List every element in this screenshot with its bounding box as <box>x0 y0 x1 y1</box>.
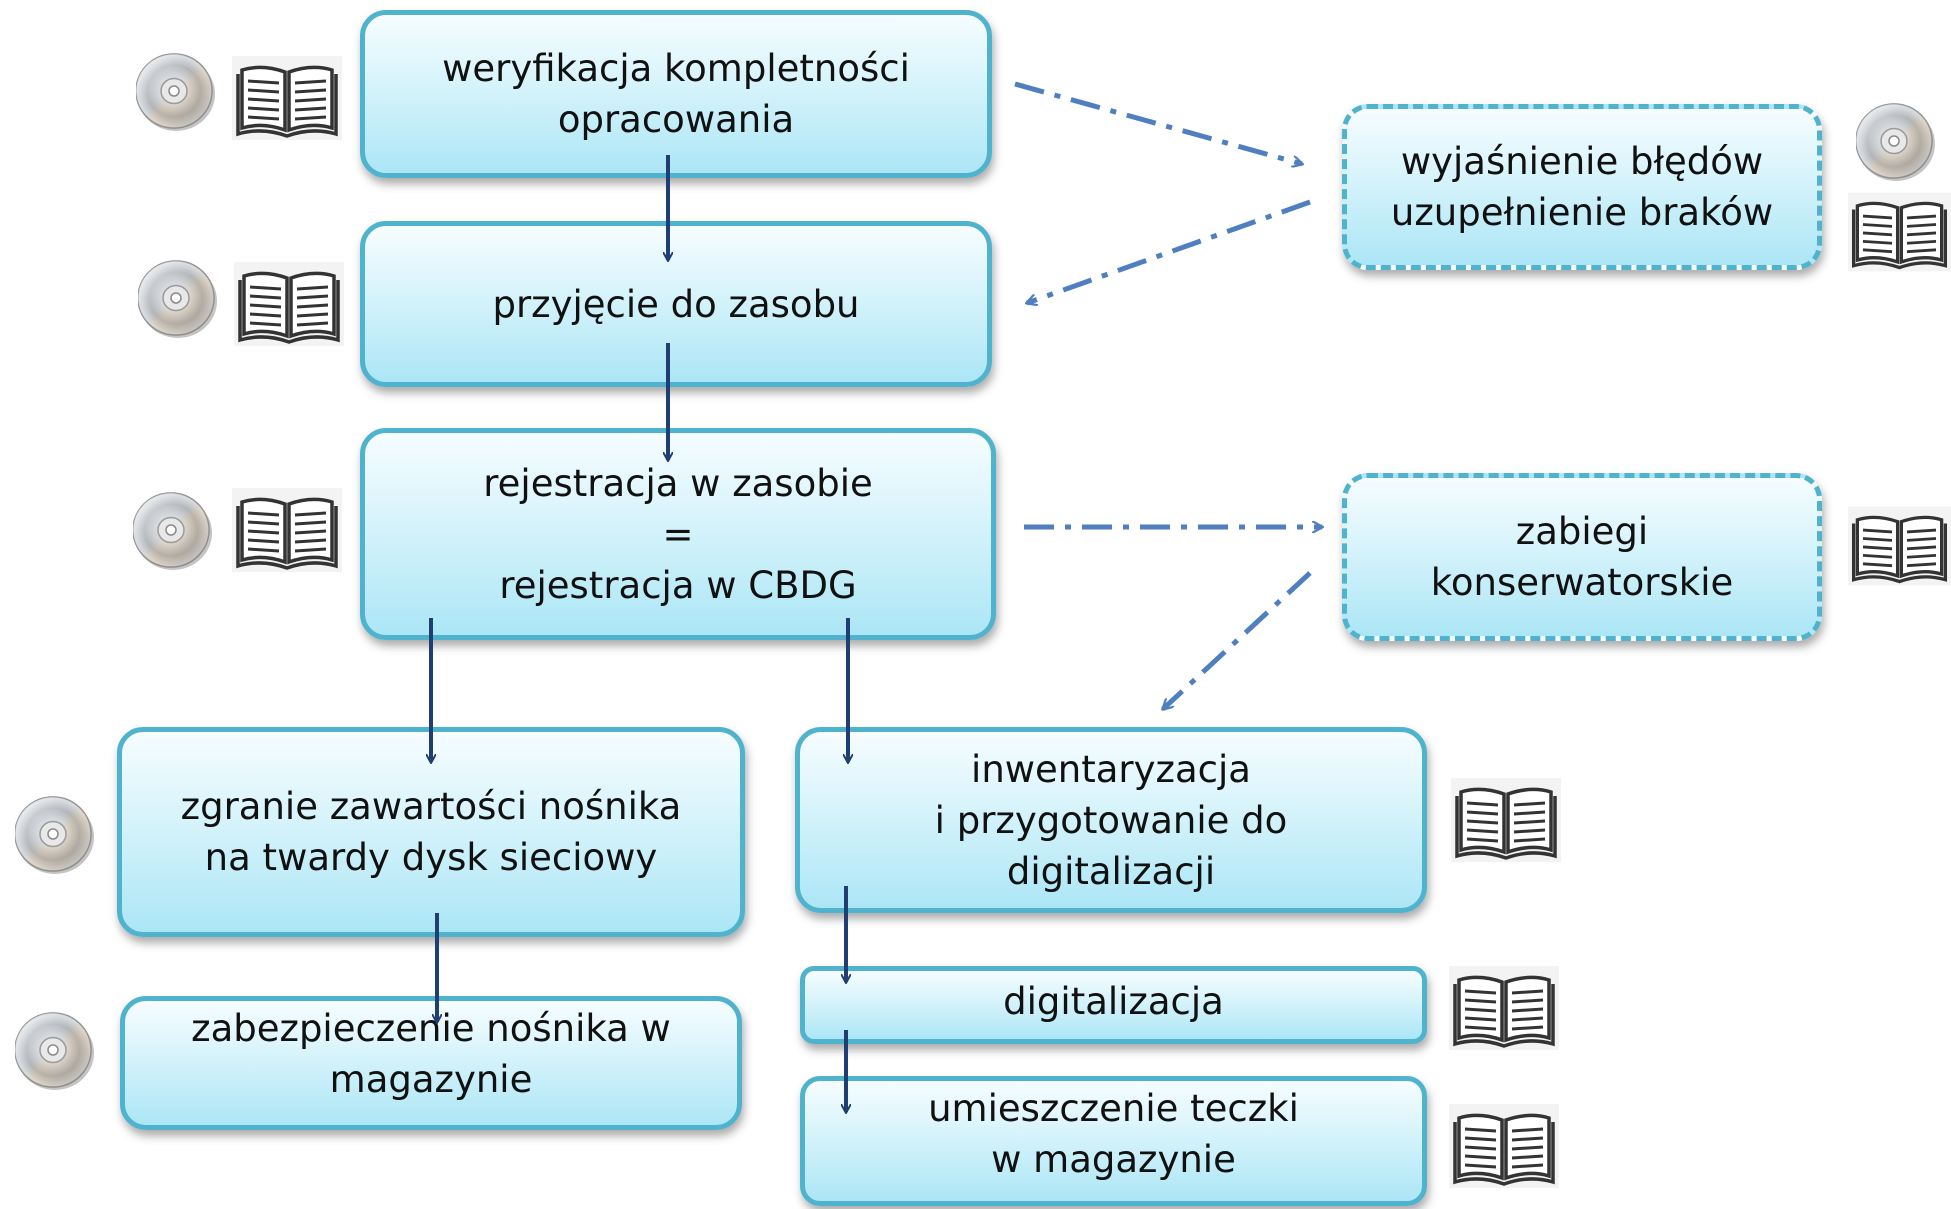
open-book-icon <box>1449 1104 1559 1188</box>
node-digitalizacja-label: digitalizacja <box>1003 979 1224 1023</box>
node-zabezpieczenie-nosnika: zabezpieczenie nośnika w magazynie <box>120 996 742 1130</box>
node-przyjecie-do-zasobu: przyjęcie do zasobu <box>360 221 992 387</box>
node-rejestracja-w-zasobie: rejestracja w zasobie = rejestracja w CB… <box>360 428 996 640</box>
arrow-zabiegi-to-inwentaryzacja <box>1163 571 1312 709</box>
node-inwentaryzacja-label: inwentaryzacja i przygotowanie do digita… <box>934 747 1288 893</box>
node-digitalizacja: digitalizacja <box>800 966 1427 1044</box>
cd-disc-icon <box>15 1011 99 1095</box>
open-book-icon <box>1451 778 1561 862</box>
cd-disc-icon <box>133 491 217 575</box>
node-umieszczenie-teczki: umieszczenie teczki w magazynie <box>800 1076 1427 1206</box>
cd-disc-icon <box>1856 102 1940 186</box>
open-book-icon <box>1848 190 1951 274</box>
node-umieszczenie-label: umieszczenie teczki w magazynie <box>928 1087 1299 1181</box>
open-book-icon <box>234 262 344 346</box>
node-zabezpieczenie-label: zabezpieczenie nośnika w magazynie <box>191 1007 671 1101</box>
cd-disc-icon <box>15 795 99 879</box>
arrow-wyjasnienie-to-przyjecie <box>1027 199 1311 303</box>
node-przyjecie-label: przyjęcie do zasobu <box>492 282 860 326</box>
node-wyjasnienie-label: wyjaśnienie błędów uzupełnienie braków <box>1390 140 1774 234</box>
node-weryfikacja-label: weryfikacja kompletności opracowania <box>442 47 910 141</box>
open-book-icon <box>232 488 342 572</box>
open-book-icon <box>1449 966 1559 1050</box>
node-zgranie-label: zgranie zawartości nośnika na twardy dys… <box>180 785 682 879</box>
node-weryfikacja-kompletnosci: weryfikacja kompletności opracowania <box>360 10 992 178</box>
arrow-weryfikacja-to-wyjasnienie <box>1014 81 1302 164</box>
node-zabiegi-label: zabiegi konserwatorskie <box>1430 510 1734 604</box>
node-inwentaryzacja: inwentaryzacja i przygotowanie do digita… <box>795 727 1427 913</box>
cd-disc-icon <box>138 259 222 343</box>
node-zabiegi-konserwatorskie: zabiegi konserwatorskie <box>1342 473 1822 641</box>
cd-disc-icon <box>136 52 220 136</box>
open-book-icon <box>1848 504 1951 588</box>
open-book-icon <box>232 56 342 140</box>
node-wyjasnienie-bledow: wyjaśnienie błędów uzupełnienie braków <box>1342 104 1822 270</box>
node-rejestracja-label: rejestracja w zasobie = rejestracja w CB… <box>483 461 873 607</box>
